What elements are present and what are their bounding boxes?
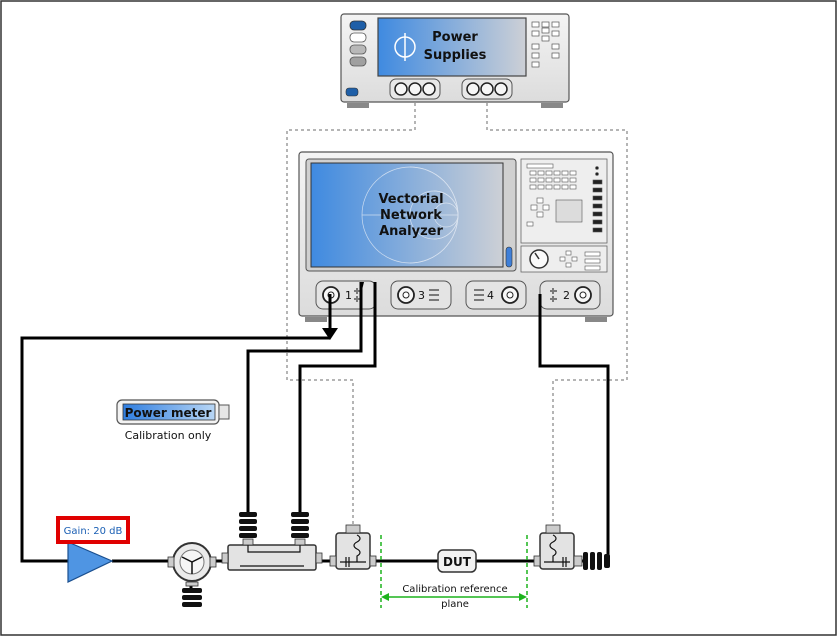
vna-knob <box>529 249 549 269</box>
vna-port-2: 2 <box>539 280 601 310</box>
arrow-down-icon <box>322 328 338 340</box>
power-meter-label: Power meter <box>125 406 212 420</box>
directional-coupler <box>221 512 323 571</box>
circulator-termination-icon <box>182 581 202 607</box>
vna-title-line2: Network <box>380 208 442 223</box>
power-meter: Power meter Calibration only <box>116 399 230 442</box>
dc-source-icon <box>394 33 416 61</box>
power-supplies-keypad <box>531 21 560 68</box>
cable-port1-to-amplifier <box>20 336 330 563</box>
coupler-port-a-connector-icon <box>239 512 257 546</box>
dut-label: DUT <box>443 555 472 569</box>
circulator <box>167 542 217 607</box>
calibration-reference-plane: Calibration reference plane <box>380 535 528 610</box>
cal-plane-label-line1: Calibration reference <box>402 584 507 595</box>
port-1-label: 1 <box>345 289 352 302</box>
vna-title-line1: Vectorial <box>378 192 443 207</box>
port-4-label: 4 <box>487 289 494 302</box>
power-supplies-title-line1: Power <box>432 30 478 45</box>
dut: DUT <box>437 549 477 573</box>
bias-tee-output <box>533 524 610 570</box>
amplifier-triangle-icon <box>67 541 114 583</box>
smith-chart-icon <box>361 166 459 264</box>
amplifier: Gain: 20 dB <box>56 516 130 583</box>
gain-highlight-box <box>56 516 130 544</box>
port-2-label: 2 <box>563 289 570 302</box>
power-supplies-instrument: Power Supplies <box>340 13 570 108</box>
port-3-label: 3 <box>418 289 425 302</box>
coupler-port-b-connector-icon <box>291 512 309 546</box>
vna-keypad <box>526 163 603 233</box>
vna-port-3: 3 <box>390 280 452 310</box>
power-meter-caption: Calibration only <box>125 429 212 442</box>
bias-tee-input <box>329 524 377 570</box>
cable-port1-to-coupler-b <box>298 282 377 512</box>
power-button-icon <box>349 20 367 31</box>
power-supplies-title-line2: Supplies <box>424 48 487 63</box>
power-supplies-screen <box>377 17 527 77</box>
rf-cables <box>20 282 610 590</box>
vna-port-4: 4 <box>465 280 527 310</box>
amplifier-gain-label: Gain: 20 dB <box>64 526 123 537</box>
vna-port-1: 1 <box>315 280 377 310</box>
vna-instrument: Vectorial Network Analyzer <box>298 151 614 322</box>
power-supply-outputs <box>389 78 513 100</box>
vna-title-line3: Analyzer <box>379 224 443 239</box>
cal-plane-label-line2: plane <box>441 599 469 610</box>
output-connector-icon <box>573 552 610 570</box>
cable-port2-to-load <box>538 294 610 562</box>
cable-port1-to-coupler-a <box>246 282 363 512</box>
